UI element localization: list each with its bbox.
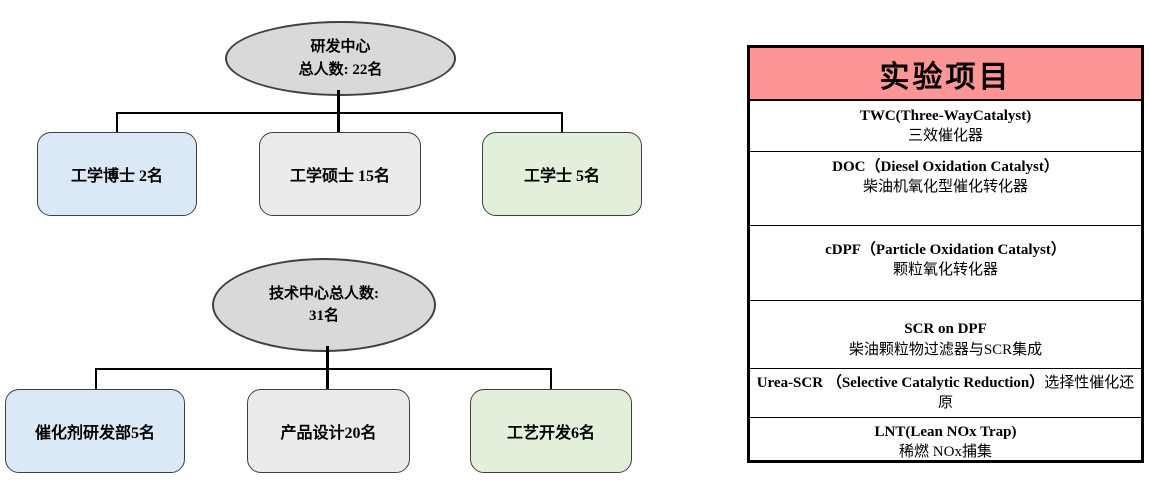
row-cdpf-en: cDPF（Particle Oxidation Catalyst）: [825, 242, 1066, 258]
rd-box-doctor-label: 工学博士 2名: [70, 168, 163, 185]
rd-connector-horizontal: [116, 112, 563, 114]
rd-root-ellipse: 研发中心 总人数: 22名: [225, 21, 456, 96]
row-doc-zh: 柴油机氧化型催化转化器: [862, 179, 1028, 196]
table-title: 实验项目: [879, 60, 1012, 94]
rd-connector-stub-right: [561, 112, 563, 133]
tech-connector-horizontal: [95, 368, 552, 370]
row-urea-text: Urea-SCR （Selective Catalytic Reduction）…: [752, 373, 1139, 414]
tech-box-process-dev-label: 工艺开发6名: [506, 425, 595, 442]
rd-root-line1: 研发中心: [310, 39, 371, 55]
row-lnt-zh: 稀燃 NOx捕集: [899, 444, 992, 460]
rd-box-bachelor-label: 工学士 5名: [523, 168, 600, 185]
rd-connector-trunk: [337, 90, 340, 133]
table-row-doc: DOC（Diesel Oxidation Catalyst） 柴油机氧化型催化转…: [750, 151, 1141, 225]
tech-box-product-design: 产品设计20名: [247, 389, 410, 473]
rd-box-bachelor: 工学士 5名: [482, 132, 642, 216]
rd-box-master: 工学硕士 15名: [259, 132, 421, 216]
table-row-scr-on-dpf: SCR on DPF 柴油颗粒物过滤器与SCR集成: [750, 300, 1141, 368]
row-doc-en: DOC（Diesel Oxidation Catalyst）: [832, 159, 1059, 175]
experiment-projects-table: 实验项目 TWC(Three-WayCatalyst) 三效催化器 DOC（Di…: [747, 45, 1144, 463]
tech-root-line1: 技术中心总人数:: [269, 285, 379, 302]
tech-connector-stub-left: [95, 368, 97, 389]
row-lnt-en: LNT(Lean NOx Trap): [874, 423, 1017, 440]
tech-connector-trunk: [326, 346, 329, 389]
table-row-lnt: LNT(Lean NOx Trap) 稀燃 NOx捕集: [750, 417, 1141, 466]
row-twc-zh: 三效催化器: [907, 128, 983, 144]
tech-root-ellipse: 技术中心总人数: 31名: [212, 258, 436, 352]
tech-box-catalyst-rd-label: 催化剂研发部5名: [34, 425, 155, 442]
tech-box-process-dev: 工艺开发6名: [470, 389, 632, 473]
row-scr-en: SCR on DPF: [904, 321, 987, 338]
rd-connector-stub-left: [116, 112, 118, 133]
table-row-urea-scr: Urea-SCR （Selective Catalytic Reduction）…: [750, 368, 1141, 417]
rd-box-master-label: 工学硕士 15名: [289, 168, 390, 185]
table-row-twc: TWC(Three-WayCatalyst) 三效催化器: [750, 99, 1141, 151]
tech-root-line2: 31名: [308, 308, 339, 324]
tech-box-product-design-label: 产品设计20名: [280, 425, 377, 442]
rd-root-line2: 总人数: 22名: [298, 61, 383, 78]
table-header: 实验项目: [750, 48, 1141, 99]
table-row-cdpf: cDPF（Particle Oxidation Catalyst） 颗粒氧化转化…: [750, 225, 1141, 300]
tech-connector-stub-right: [550, 368, 552, 389]
tech-box-catalyst-rd: 催化剂研发部5名: [5, 389, 185, 473]
row-urea-en: Urea-SCR （Selective Catalytic Reduction）: [756, 374, 1045, 391]
row-twc-en: TWC(Three-WayCatalyst): [859, 107, 1032, 124]
row-cdpf-zh: 颗粒氧化转化器: [892, 262, 998, 279]
rd-box-doctor: 工学博士 2名: [37, 132, 197, 216]
row-scr-zh: 柴油颗粒物过滤器与SCR集成: [848, 341, 1043, 358]
row-urea-zh: 选择性催化还原: [937, 374, 1135, 411]
